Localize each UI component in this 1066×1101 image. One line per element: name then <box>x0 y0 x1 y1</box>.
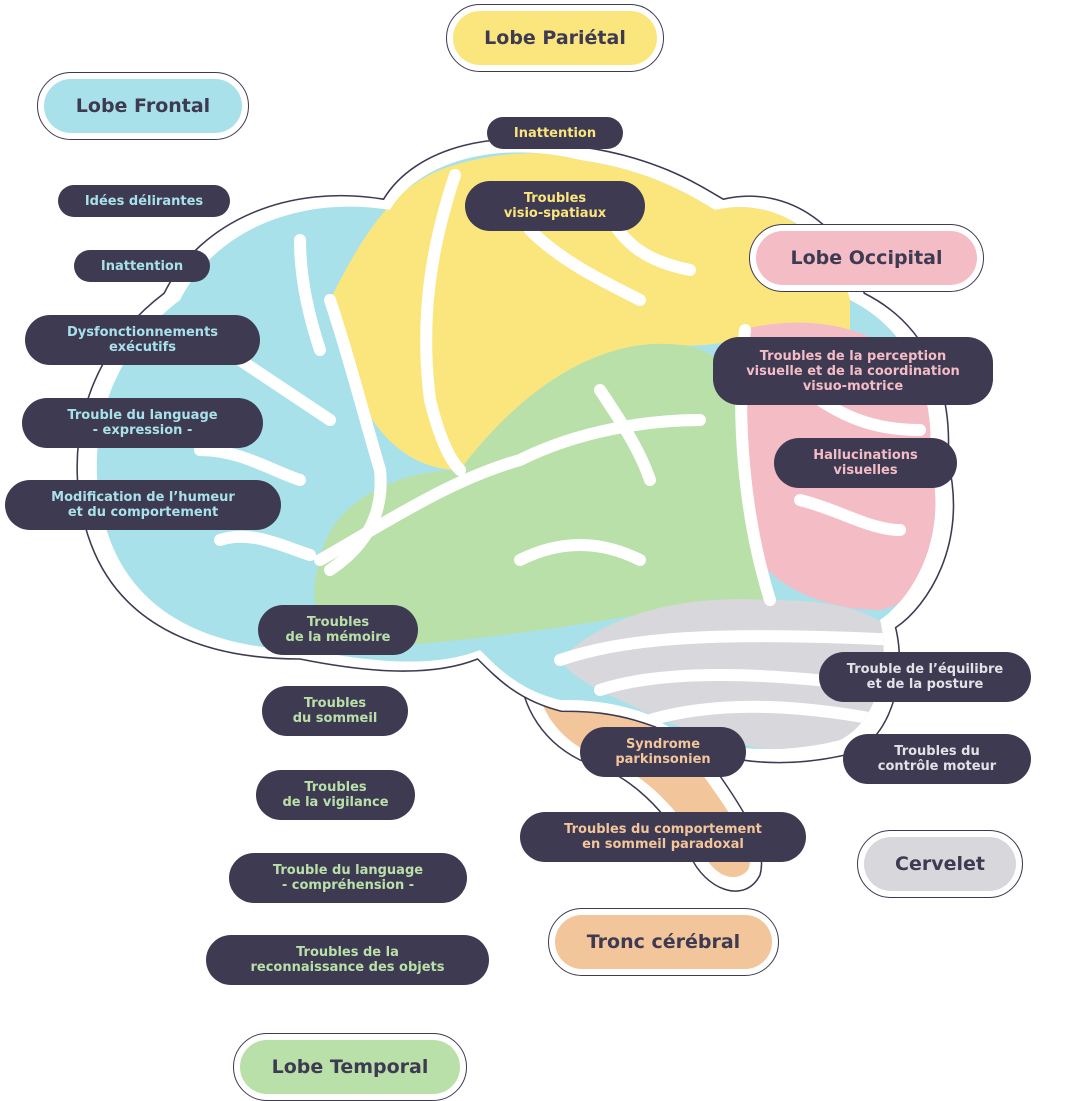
symptom-frontal-inattention: Inattention <box>74 250 210 282</box>
lobe-cerebellum-label: Cervelet <box>864 837 1016 891</box>
symptom-mood-behaviour: Modification de l’humeur et du comportem… <box>5 480 281 530</box>
symptom-object-recognition: Troubles de la reconnaissance des objets <box>206 935 489 985</box>
symptom-visuospatial: Troubles visio-spatiaux <box>465 181 645 231</box>
symptom-line: du sommeil <box>292 711 378 726</box>
lobe-frontal-pill: Lobe Frontal <box>37 72 249 140</box>
symptom-line: Troubles de la perception <box>759 348 947 364</box>
symptom-visual-perception: Troubles de la perception visuelle et de… <box>713 337 993 405</box>
symptom-line: en sommeil paradoxal <box>582 837 744 852</box>
lobe-occipital-label: Lobe Occipital <box>756 231 977 285</box>
symptom-line: Hallucinations <box>813 448 918 463</box>
symptom-parkinsonism: Syndrome parkinsonien <box>580 727 746 777</box>
symptom-line: Troubles <box>304 780 367 795</box>
symptom-delusions: Idées délirantes <box>58 185 230 217</box>
symptom-line: visuo-motrice <box>802 378 904 394</box>
lobe-frontal-label: Lobe Frontal <box>44 79 242 133</box>
symptom-balance-posture: Trouble de l’équilibre et de la posture <box>819 652 1031 702</box>
symptom-line: Inattention <box>513 125 597 141</box>
symptom-line: visuelle et de la coordination <box>746 363 960 379</box>
lobe-cerebellum-pill: Cervelet <box>857 830 1023 898</box>
symptom-line: Troubles <box>306 615 370 630</box>
symptom-line: Troubles de la <box>296 945 399 960</box>
symptom-line: Modification de l’humeur <box>51 490 235 505</box>
symptom-visual-hallucinations: Hallucinations visuelles <box>774 438 957 488</box>
symptom-line: visuelles <box>833 463 898 478</box>
symptom-language-expression: Trouble du language - expression - <box>22 398 263 448</box>
lobe-brainstem-pill: Tronc cérébral <box>548 908 779 976</box>
symptom-line: - compréhension - <box>281 878 415 893</box>
parietal-region <box>330 153 850 470</box>
symptom-line: visio-spatiaux <box>503 206 607 221</box>
symptom-sleep: Troubles du sommeil <box>262 686 408 736</box>
symptom-line: Idées délirantes <box>84 193 204 209</box>
symptom-line: et du comportement <box>67 505 219 520</box>
lobe-brainstem-label: Tronc cérébral <box>555 915 772 969</box>
symptom-line: et de la posture <box>866 677 984 692</box>
symptom-language-comprehension: Trouble du language - compréhension - <box>229 853 467 903</box>
lobe-occipital-pill: Lobe Occipital <box>749 224 984 292</box>
lobe-parietal-label: Lobe Pariétal <box>453 11 657 65</box>
lobe-parietal-pill: Lobe Pariétal <box>446 4 664 72</box>
symptom-line: Syndrome <box>625 737 701 752</box>
symptom-line: Inattention <box>100 258 184 274</box>
symptom-line: Trouble du language <box>272 863 424 878</box>
symptom-memory: Troubles de la mémoire <box>258 605 418 655</box>
symptom-line: Troubles <box>303 696 367 711</box>
symptom-line: de la mémoire <box>285 630 391 645</box>
symptom-line: reconnaissance des objets <box>250 960 445 975</box>
symptom-line: exécutifs <box>108 340 177 355</box>
symptom-line: Troubles du <box>894 744 980 759</box>
symptom-line: Dysfonctionnements <box>66 325 219 340</box>
lobe-temporal-pill: Lobe Temporal <box>233 1033 467 1101</box>
symptom-line: Trouble du language <box>67 408 218 423</box>
symptom-motor-control: Troubles du contrôle moteur <box>843 734 1031 784</box>
symptom-line: Troubles <box>523 191 587 206</box>
symptom-line: contrôle moteur <box>877 759 997 774</box>
symptom-line: de la vigilance <box>282 795 389 810</box>
symptom-parietal-inattention: Inattention <box>487 117 623 149</box>
symptom-rem-behaviour: Troubles du comportement en sommeil para… <box>520 812 806 862</box>
symptom-vigilance: Troubles de la vigilance <box>256 770 415 820</box>
symptom-line: parkinsonien <box>615 752 711 767</box>
symptom-line: Troubles du comportement <box>564 822 762 837</box>
symptom-executive: Dysfonctionnements exécutifs <box>25 315 260 365</box>
symptom-line: Trouble de l’équilibre <box>846 662 1004 677</box>
lobe-temporal-label: Lobe Temporal <box>240 1040 460 1094</box>
symptom-line: - expression - <box>92 423 193 438</box>
